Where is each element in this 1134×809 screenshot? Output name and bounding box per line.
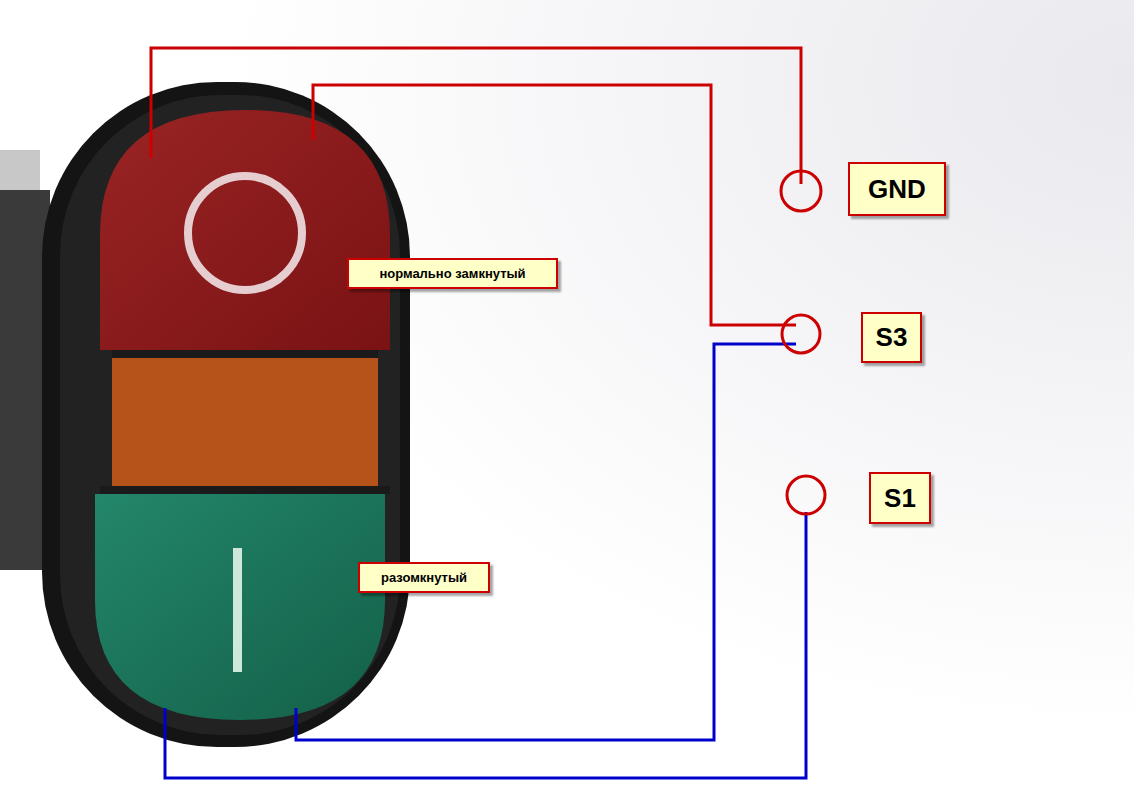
- label-text: разомкнутый: [381, 570, 467, 585]
- terminal: [781, 171, 821, 211]
- wire: [151, 48, 801, 184]
- label-box: разомкнутый: [358, 562, 490, 593]
- off-symbol: [188, 176, 302, 290]
- label-box: S1: [869, 472, 931, 524]
- label-text: GND: [868, 174, 926, 205]
- label-text: S1: [884, 483, 916, 514]
- button-housing: [60, 95, 400, 735]
- terminal: [782, 315, 820, 353]
- label-box: S3: [861, 312, 922, 363]
- label-box: нормально замкнутый: [347, 258, 558, 289]
- wire: [165, 512, 806, 778]
- label-box: GND: [848, 162, 946, 216]
- button-housing: [42, 82, 410, 747]
- button-mount: [0, 150, 40, 190]
- stop-button: [100, 110, 390, 350]
- start-button: [95, 494, 385, 720]
- separator: [112, 350, 378, 358]
- indicator-lamp: [112, 358, 378, 488]
- separator: [100, 486, 390, 494]
- wire: [296, 344, 796, 740]
- on-symbol: [233, 548, 242, 672]
- terminal: [787, 476, 825, 514]
- wire: [313, 85, 796, 325]
- label-text: нормально замкнутый: [379, 266, 525, 281]
- label-text: S3: [876, 322, 908, 353]
